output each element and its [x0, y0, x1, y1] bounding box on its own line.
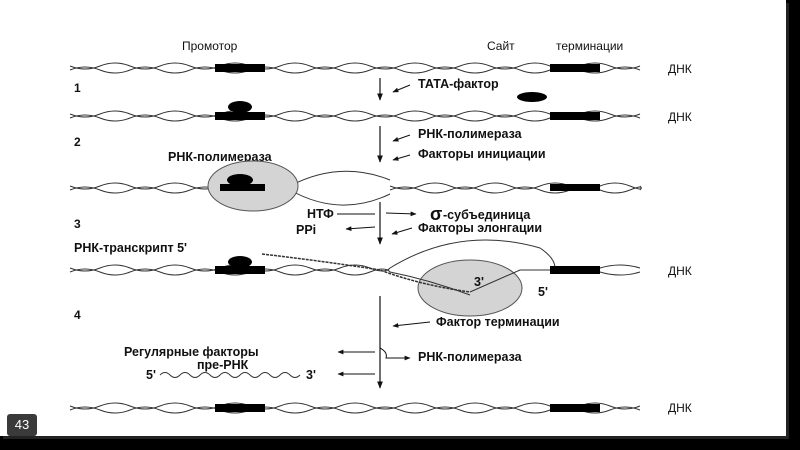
promoter-box: [215, 64, 265, 72]
rna-transcript-label: РНК-транскрипт 5': [74, 241, 187, 255]
init-factors-label: Факторы инициации: [418, 147, 546, 161]
site-label: Сайт: [487, 39, 515, 53]
pre-rna-label: пре-РНК: [197, 358, 249, 372]
dna-strand-3: [69, 160, 642, 212]
rna-pol-release-label: РНК-полимераза: [418, 350, 523, 364]
termination-label: терминации: [556, 39, 623, 53]
rna-transcript-strand: [261, 253, 471, 293]
five-prime-label: 5': [538, 285, 548, 299]
tata-bound-blob: [228, 101, 252, 113]
step-1: 1: [74, 81, 81, 95]
promoter-label: Промотор: [182, 39, 238, 53]
elong-factors-label: Факторы элонгации: [418, 221, 542, 235]
dna-strand-2: [69, 101, 641, 122]
dna-label-5: ДНК: [668, 401, 692, 415]
tata-factor-label: ТАТА-фактор: [418, 77, 499, 91]
step-4: 4: [74, 308, 81, 322]
dna-label-4: ДНК: [668, 264, 692, 278]
tata-factor-blob: [517, 92, 547, 102]
dna-label-1: ДНК: [668, 62, 692, 76]
dna-label-2: ДНК: [668, 110, 692, 124]
rna-polymerase-bubble-label: РНК-полимераза: [168, 150, 273, 164]
termination-box: [550, 64, 600, 72]
transcription-diagram: Промотор Сайт терминации ДНК 1 ТАТА-факт…: [69, 39, 692, 415]
pre-rna-strand: [159, 372, 301, 378]
three-prime-label: 3': [474, 275, 484, 289]
pre-rna-3-label: 3': [306, 368, 316, 382]
sigma-subunit-label: -субъединица: [443, 208, 531, 222]
slide: Промотор Сайт терминации ДНК 1 ТАТА-факт…: [0, 0, 786, 436]
step-2: 2: [74, 135, 81, 149]
sigma-symbol: σ: [430, 204, 442, 224]
pre-rna-5-label: 5': [146, 368, 156, 382]
dna-strand-5: [69, 402, 641, 414]
rna-polymerase-arrow-label: РНК-полимераза: [418, 127, 523, 141]
reg-factors-label: Регулярные факторы: [124, 345, 259, 359]
ppi-label: PPi: [296, 223, 316, 237]
step-3: 3: [74, 217, 81, 231]
polymerase-bubble-2: [417, 259, 523, 317]
dna-strand-1: [69, 62, 641, 74]
ntp-label: НТФ: [307, 207, 334, 221]
page-number-badge: 43: [7, 414, 37, 436]
tata-arrow: [392, 84, 411, 93]
dna-strand-4: [69, 239, 641, 317]
term-factor-label: Фактор терминации: [436, 315, 560, 329]
